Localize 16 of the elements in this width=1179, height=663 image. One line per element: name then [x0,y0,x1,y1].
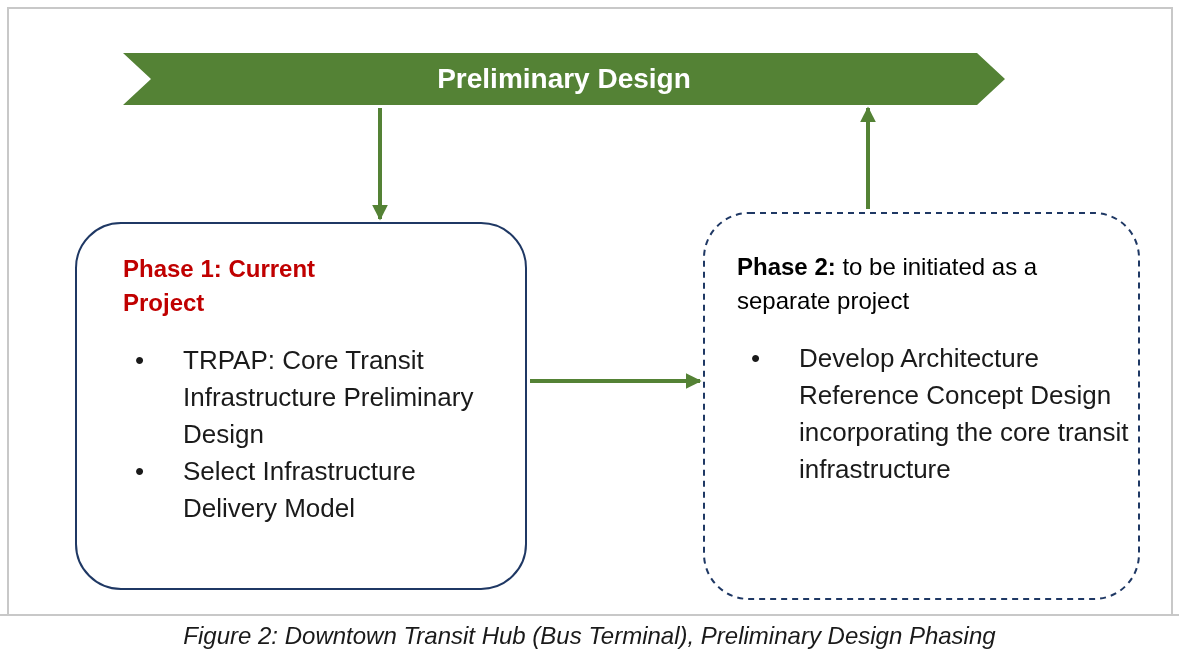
arrow [860,106,876,209]
arrow [372,108,388,221]
bullet-point: • [135,455,145,488]
bullet-item: TRPAP: Core Transit Infrastructure Preliminary Design [182,344,475,451]
box-heading: Phase 2: to be initiated as a separate project [737,252,1039,316]
banner-title: Preliminary Design [436,62,692,96]
bullet-point: • [751,342,761,375]
figure-caption: Figure 2: Downtown Transit Hub (Bus Terminal), Preliminary Design Phasing [182,622,997,650]
phase-box [703,212,1140,600]
arrow [530,373,702,389]
bullet-point: • [135,344,145,377]
phase-box [75,222,527,590]
box-heading: Phase 1: Current Project [123,254,317,318]
bullet-item: Select Infrastructure Delivery Model [182,455,417,525]
chevron-banner [123,53,1005,105]
bullet-item: Develop Architecture Reference Concept Design incorporating the core transit infrastructure [798,342,1129,486]
